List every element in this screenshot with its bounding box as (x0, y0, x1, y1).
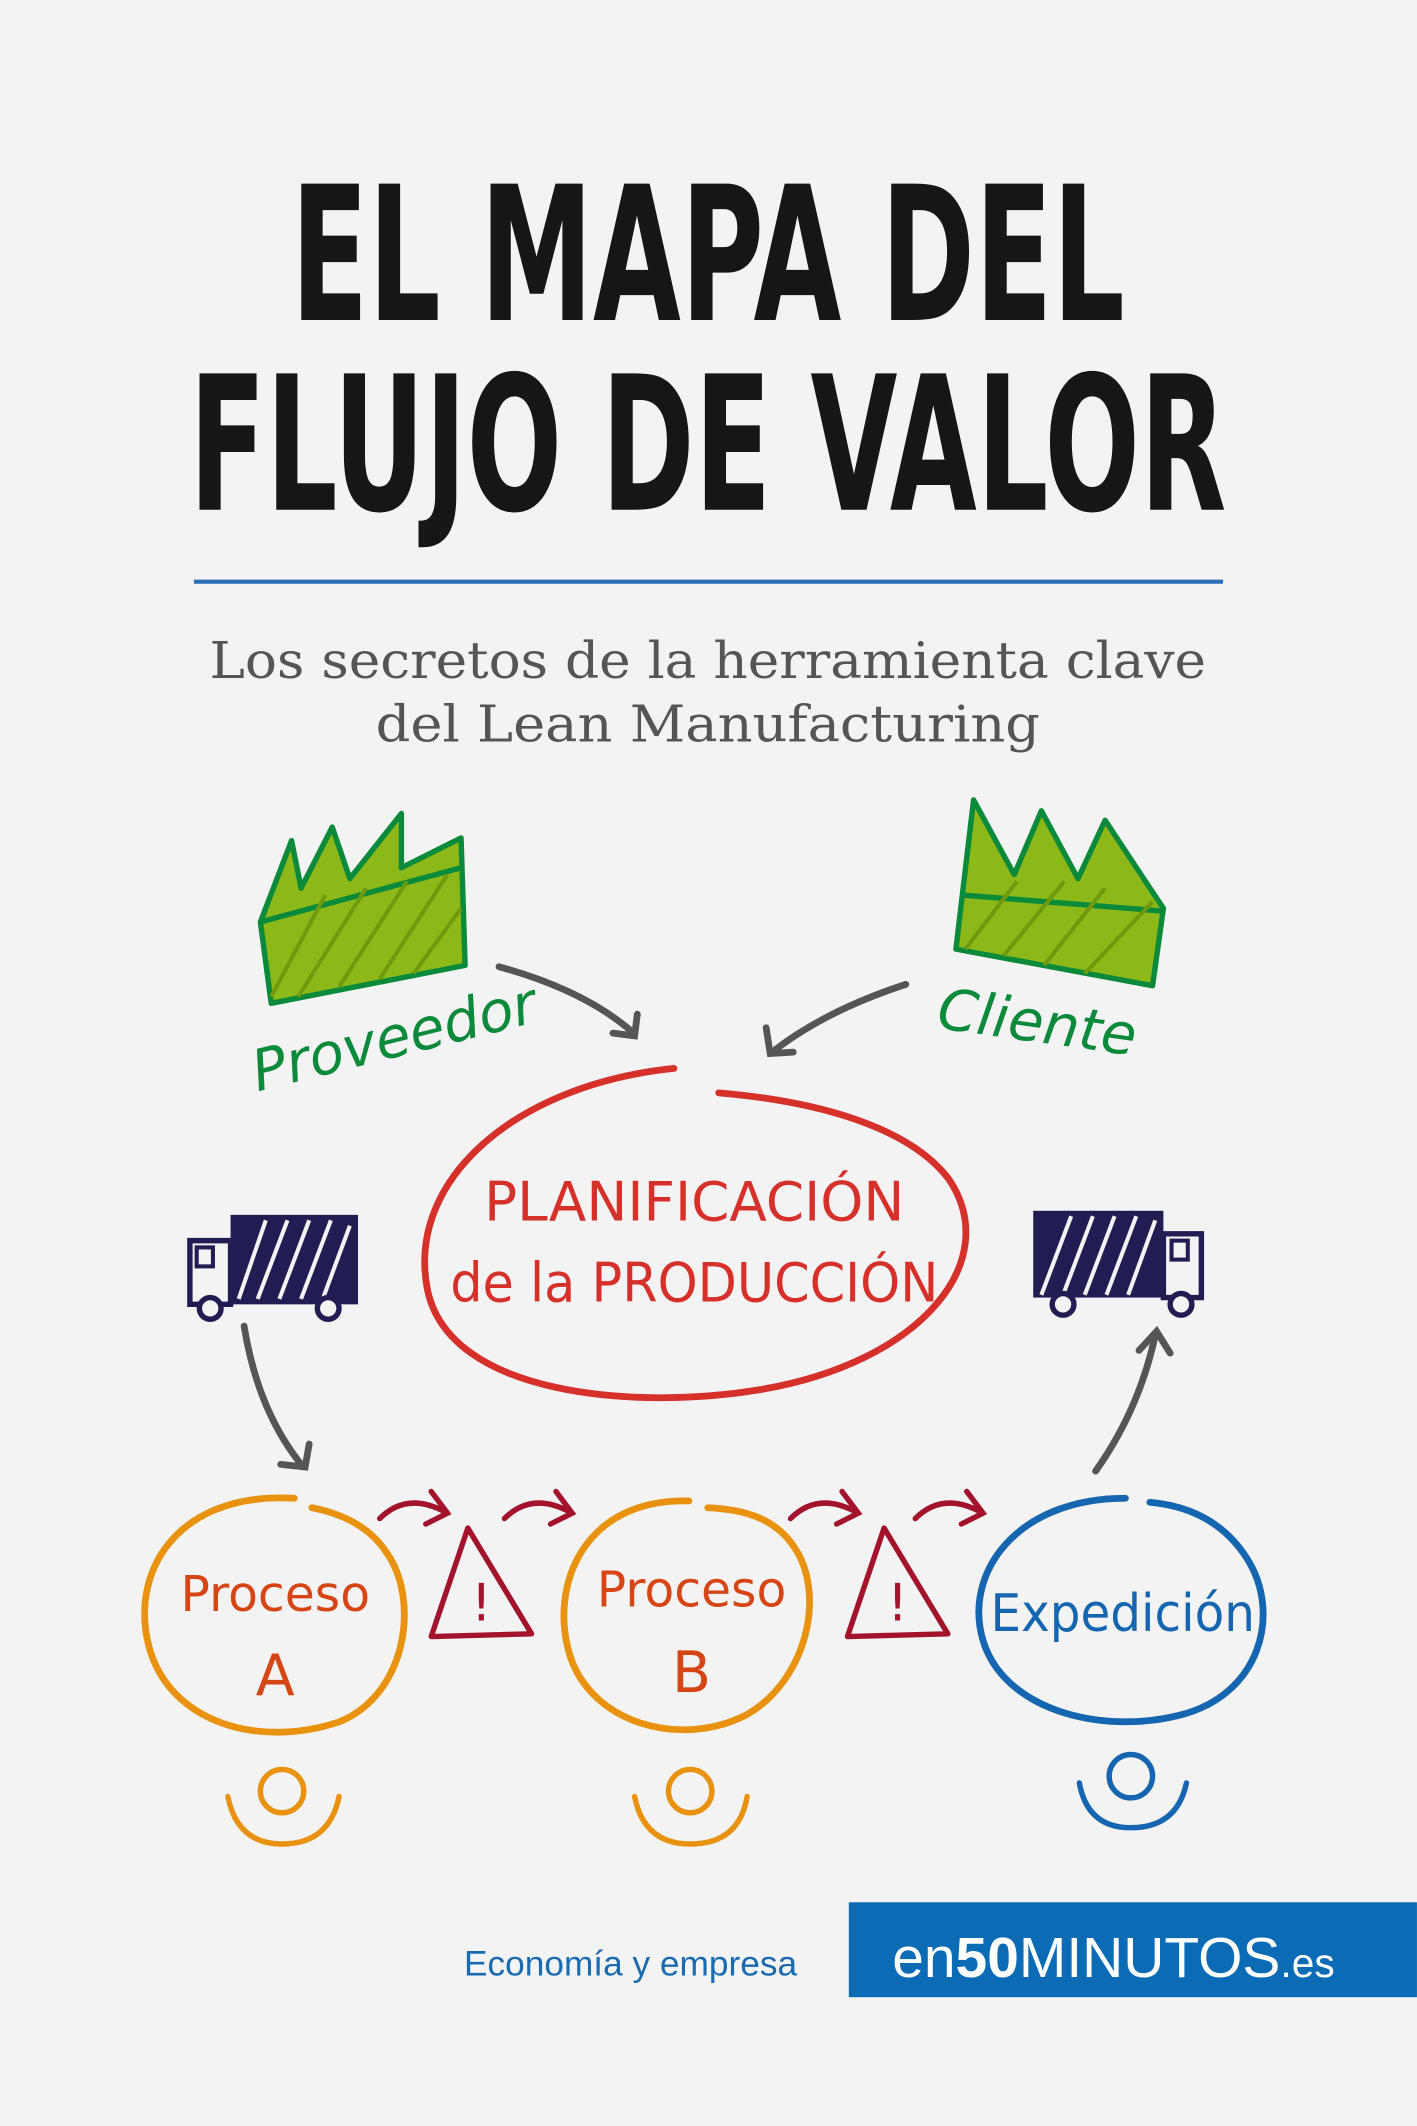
process-b-circle (560, 1497, 813, 1734)
shipping-circle (975, 1494, 1267, 1726)
subtitle-line-2: del Lean Manufacturing (376, 695, 1040, 754)
process-a-letter: A (256, 1643, 295, 1709)
warning-symbol: ! (471, 1573, 492, 1633)
title-line-2: FLUJO DE VALOR (189, 337, 1226, 555)
collection-label: Economía y empresa (464, 1944, 797, 1983)
planning-title-line-1: PLANIFICACIÓN (484, 1170, 904, 1233)
title-line-1: EL MAPA DEL (291, 147, 1125, 365)
subtitle-line-1: Los secretos de la herramienta clave (210, 631, 1207, 690)
arrow-truck-to-process-a (240, 1322, 305, 1468)
planning-ellipse (421, 1065, 970, 1402)
outbound-truck-icon (1033, 1210, 1205, 1318)
operator-icon-b (631, 1766, 750, 1847)
operator-icon-shipping (1076, 1751, 1190, 1831)
arrow-shipping-to-truck (1092, 1332, 1159, 1475)
supplier-factory-icon (257, 810, 468, 1007)
process-a-label: Proceso (181, 1566, 371, 1623)
warning-icon-1: ! (428, 1525, 535, 1640)
arrow-supplier-to-planning (495, 963, 634, 1034)
arrow-client-to-planning (772, 980, 910, 1053)
process-flow-arrows (376, 1488, 988, 1527)
process-b-letter: B (672, 1640, 711, 1706)
warning-icon-2: ! (844, 1525, 951, 1640)
brand-logo: en50MINUTOS.es (892, 1926, 1334, 1990)
flow-arrows (240, 963, 1174, 1475)
inbound-truck-icon (187, 1214, 359, 1322)
operator-icon-a (225, 1766, 342, 1847)
shipping-label: Expedición (991, 1584, 1255, 1644)
planning-title-line-2: de la PRODUCCIÓN (450, 1252, 938, 1315)
process-b-label: Proceso (597, 1562, 787, 1619)
client-factory-icon (953, 797, 1167, 989)
warning-symbol: ! (887, 1573, 908, 1633)
process-a-circle (141, 1494, 408, 1736)
brand-banner (848, 1902, 1417, 1998)
